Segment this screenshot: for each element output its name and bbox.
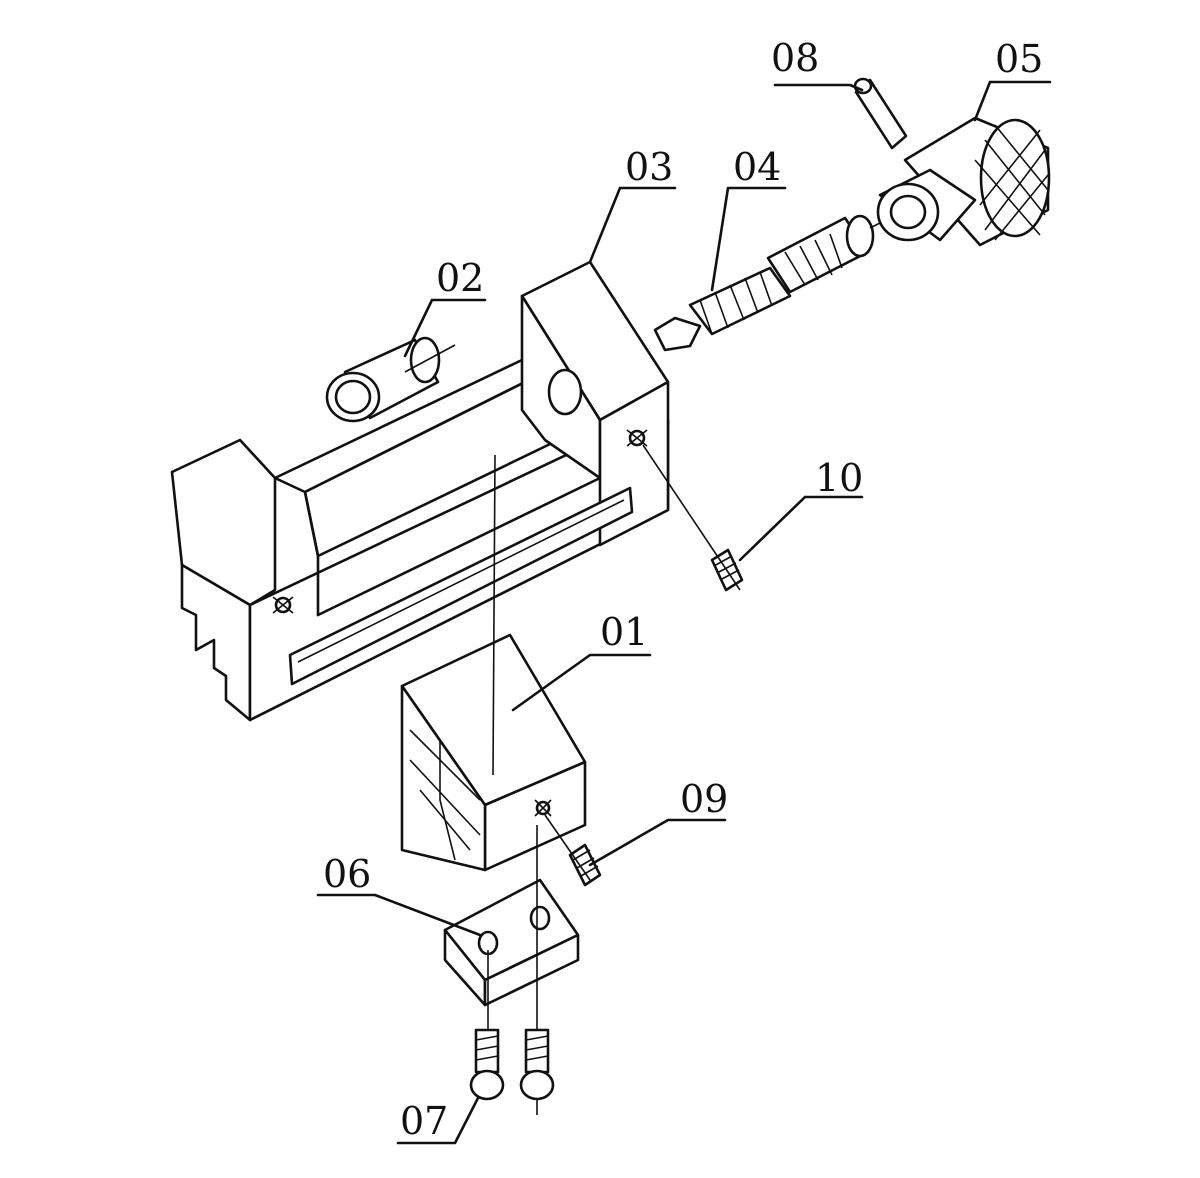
- label-04: 04: [733, 145, 781, 189]
- part-01-moving-jaw: [400, 454, 587, 872]
- label-02: 02: [436, 256, 484, 300]
- part-03-vise-body: [170, 260, 670, 722]
- label-06: 06: [323, 852, 371, 896]
- label-05: 05: [995, 37, 1043, 81]
- label-08: 08: [771, 36, 819, 80]
- label-10: 10: [815, 456, 863, 500]
- label-07: 07: [400, 1099, 448, 1143]
- label-03: 03: [625, 145, 673, 189]
- leaders: [316, 80, 1052, 1145]
- part-09-set-screw: [544, 814, 602, 887]
- part-07-screws: [469, 825, 555, 1115]
- part-04-lead-screw: [653, 214, 883, 352]
- part-05-handwheel: [876, 116, 1051, 247]
- label-01: 01: [600, 610, 648, 654]
- part-02-bushing: [325, 336, 456, 423]
- part-06-clamp-plate: [443, 878, 580, 1007]
- label-09: 09: [680, 777, 728, 821]
- part-10-set-screw: [642, 444, 744, 592]
